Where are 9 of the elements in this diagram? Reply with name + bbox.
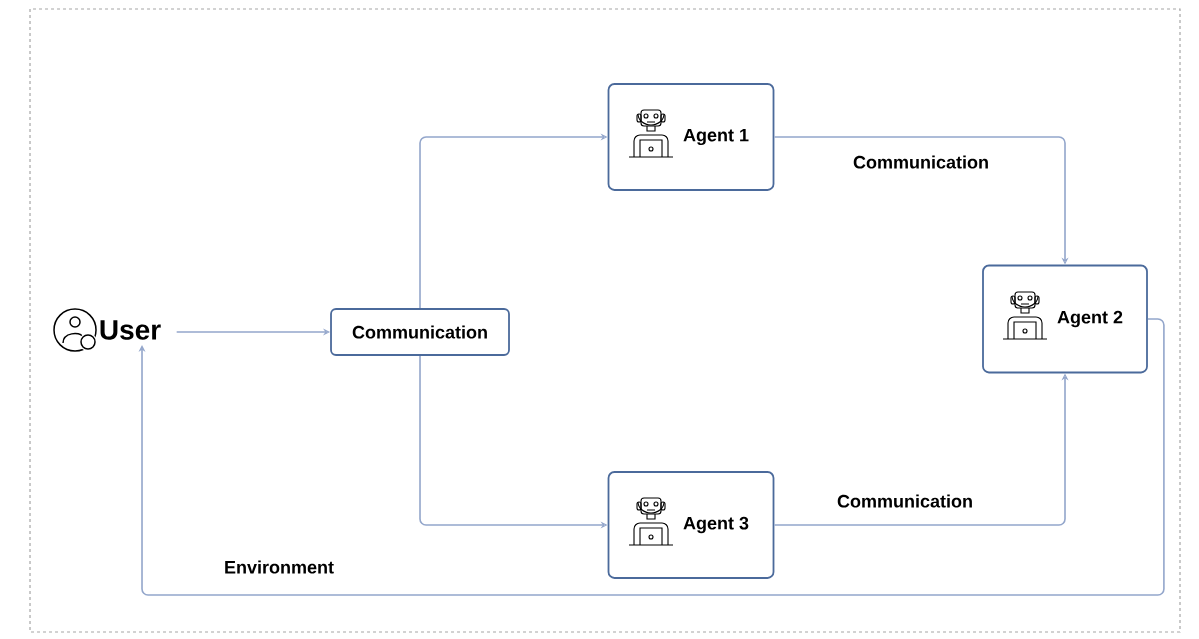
edge-label: Environment <box>223 559 335 575</box>
agent-box: Agent 3 <box>607 471 775 579</box>
process-box: Communication <box>330 308 510 356</box>
edge-label: Communication <box>852 154 990 170</box>
agent-box: Agent 1 <box>607 83 775 191</box>
agent-box: Agent 2 <box>982 264 1148 374</box>
arrow <box>138 318 1165 596</box>
edge-label: Communication <box>836 493 974 509</box>
user-label: User <box>100 320 161 340</box>
